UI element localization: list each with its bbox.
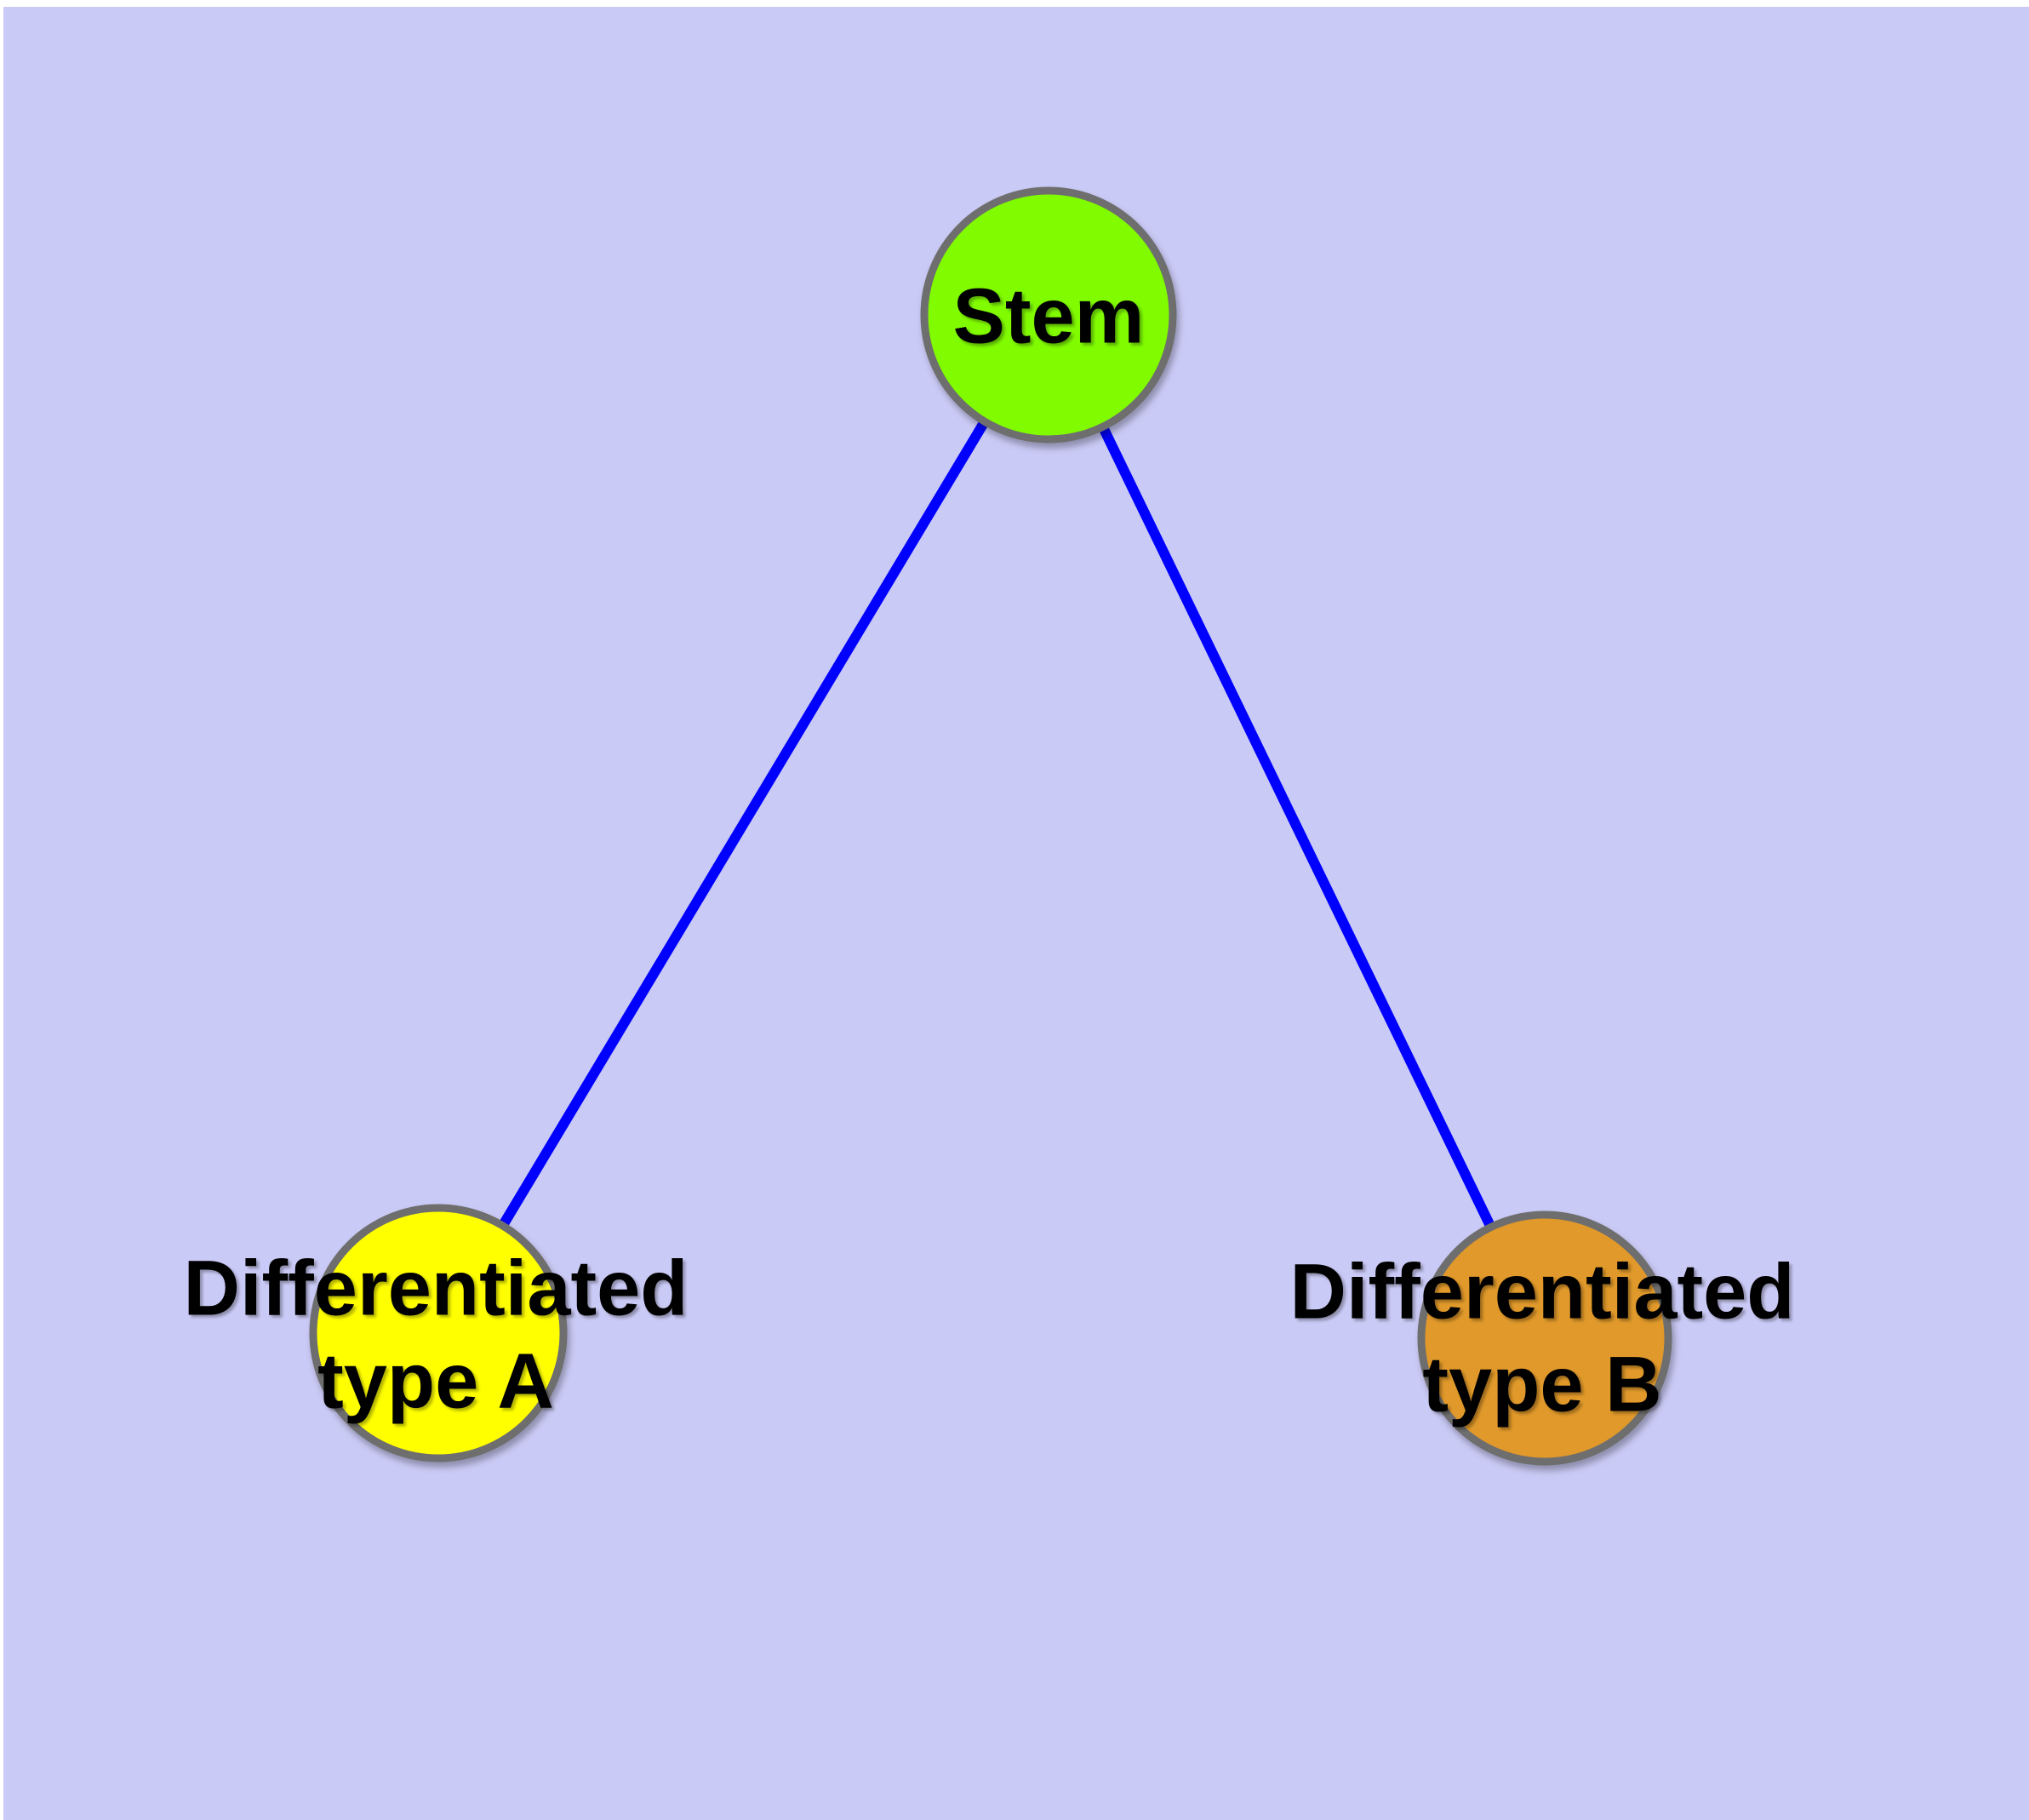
node-stem-circle[interactable] <box>920 186 1177 444</box>
node-differentiated-type-a-circle[interactable] <box>309 1204 568 1462</box>
node-differentiated-type-b-circle[interactable] <box>1417 1210 1672 1466</box>
node-label-type-b-line2: type B <box>1422 1341 1662 1428</box>
node-label-stem: Stem <box>953 271 1145 363</box>
node-label-type-a-line1: Differentiated <box>183 1245 689 1332</box>
node-label-differentiated-type-b: Differentiated type B <box>1290 1245 1795 1430</box>
node-label-type-a-line2: type A <box>317 1337 554 1424</box>
node-label-differentiated-type-a: Differentiated type A <box>184 1242 689 1427</box>
node-label-stem-line1: Stem <box>952 272 1145 360</box>
edge-stem-to-type-a <box>433 312 1054 1336</box>
edge-stem-to-type-b <box>1043 312 1550 1341</box>
node-label-type-b-line1: Differentiated <box>1289 1248 1795 1336</box>
